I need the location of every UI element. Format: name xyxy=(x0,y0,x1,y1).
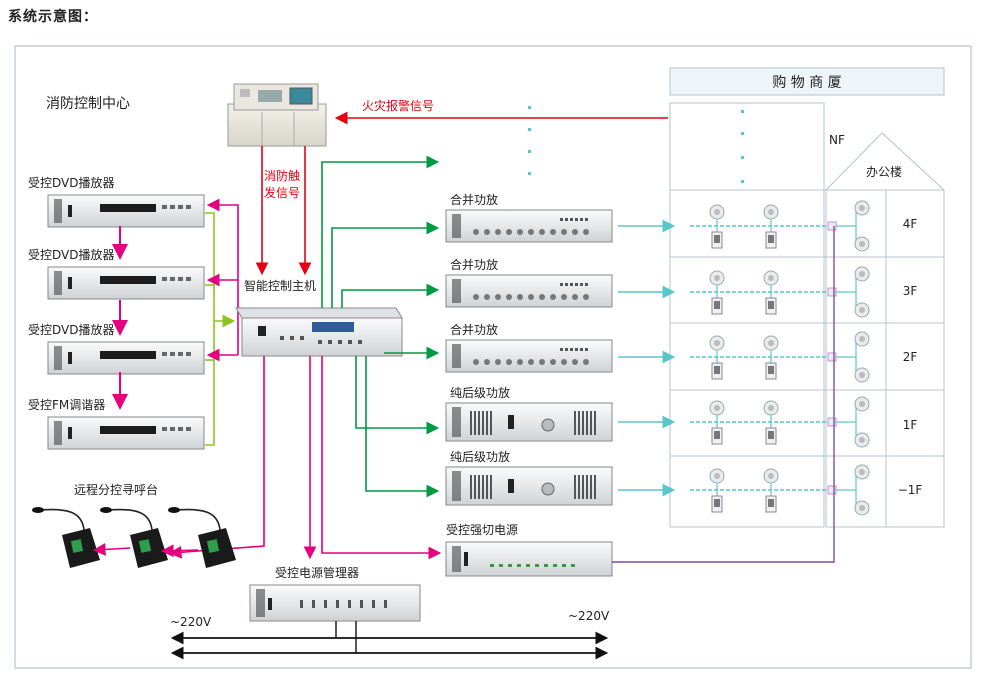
building: 购 物 商 厦 办公楼 NF 4F 3F 2F 1F −1F xyxy=(528,67,945,528)
floor-speakers-2 xyxy=(690,266,870,318)
main-controller xyxy=(235,307,403,357)
mains-220v-lines xyxy=(170,621,609,660)
paging-station-2 xyxy=(100,507,168,568)
amplifier-label-1: 合并功放 xyxy=(450,192,498,207)
fire-control-desk xyxy=(227,83,327,147)
amplifier-device-5 xyxy=(445,466,613,506)
mall-banner xyxy=(669,67,945,96)
remote-paging-label: 远程分控寻呼台 xyxy=(74,482,158,497)
power-manager-device xyxy=(249,584,421,622)
source-device-2 xyxy=(47,266,205,300)
floor-speakers-3 xyxy=(690,331,870,383)
speaker-groups xyxy=(690,200,870,516)
floor-speakers-1 xyxy=(690,200,870,252)
controller-control-links xyxy=(168,356,442,560)
office-roof xyxy=(825,132,945,191)
amplifier-device-1 xyxy=(445,209,613,243)
amplifier-device-3 xyxy=(445,339,613,373)
fire-trigger-label-2: 发信号 xyxy=(264,185,300,200)
paging-station-3 xyxy=(168,507,236,568)
nf-label: NF xyxy=(829,133,845,147)
mall-label: 购 物 商 厦 xyxy=(772,75,841,91)
main-controller-label: 智能控制主机 xyxy=(244,278,316,293)
floor-label-1f: 1F xyxy=(903,418,918,432)
amplifier-label-3: 合并功放 xyxy=(450,322,498,337)
amplifier-device-2 xyxy=(445,274,613,308)
floor-label-2f: 2F xyxy=(903,350,918,364)
floor-speakers-4 xyxy=(690,396,870,448)
remote-paging-stations xyxy=(32,507,236,568)
source-audio-links xyxy=(205,212,236,446)
source-device-3 xyxy=(47,341,205,375)
outer-frame xyxy=(14,45,972,669)
fire-center-label: 消防控制中心 xyxy=(46,96,130,112)
source-label-3: 受控DVD播放器 xyxy=(28,322,114,337)
mains-label-right: ~220V xyxy=(568,609,610,623)
controller-amp-links xyxy=(321,155,440,498)
floor-label-4f: 4F xyxy=(903,217,918,231)
strong-cut-power-device xyxy=(445,541,613,577)
paging-station-1 xyxy=(32,507,100,568)
source-device-4 xyxy=(47,416,205,450)
amplifier-label-5: 纯后级功放 xyxy=(450,449,510,464)
strong-cut-power-line xyxy=(612,226,835,563)
mains-label-left: ~220V xyxy=(170,615,212,629)
mall-body xyxy=(669,102,825,528)
source-control-links xyxy=(112,198,239,410)
amplifier-label-4: 纯后级功放 xyxy=(450,385,510,400)
source-label-2: 受控DVD播放器 xyxy=(28,247,114,262)
floor-label-b1f: −1F xyxy=(898,483,923,497)
source-device-1 xyxy=(47,194,205,228)
amplifier-device-4 xyxy=(445,402,613,442)
fire-trigger-label-1: 消防触 xyxy=(264,168,300,183)
floor-label-3f: 3F xyxy=(903,284,918,298)
fire-alarm-label: 火灾报警信号 xyxy=(362,98,434,113)
amplifier-label-2: 合并功放 xyxy=(450,257,498,272)
diagram-heading: 系统示意图： xyxy=(8,9,98,25)
office-label: 办公楼 xyxy=(866,164,902,179)
source-label-1: 受控DVD播放器 xyxy=(28,175,114,190)
power-manager-label: 受控电源管理器 xyxy=(275,565,359,580)
paging-chain-arrows xyxy=(92,543,199,558)
floor-speakers-5 xyxy=(690,464,870,516)
source-label-4: 受控FM调谐器 xyxy=(28,398,105,412)
strong-cut-power-label: 受控强切电源 xyxy=(446,523,518,537)
